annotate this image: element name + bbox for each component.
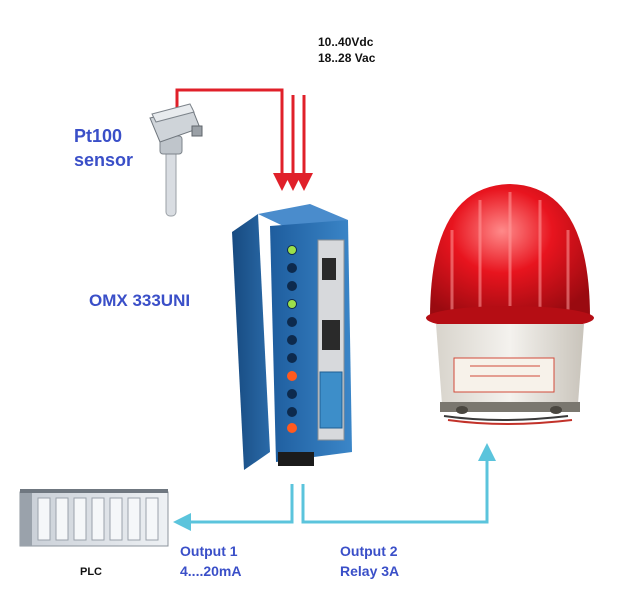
warning-beacon-image: [426, 184, 594, 425]
output-1-range: 4....20mA: [180, 563, 242, 579]
sensor-label: Pt100 sensor: [74, 124, 133, 172]
supply-voltage-label: 10..40Vdc 18..28 Vac: [318, 34, 375, 66]
output-1-title: Output 1: [180, 543, 238, 559]
output-1-wire: [173, 484, 294, 531]
plc-image: [19, 489, 169, 547]
supply-ac-range: 18..28 Vac: [318, 51, 376, 65]
output-2-label: Output 2 Relay 3A: [340, 541, 399, 581]
sensor-word: sensor: [74, 150, 134, 170]
pt100-sensor-image: [149, 103, 203, 217]
sensor-type: Pt100: [74, 126, 123, 146]
output-2-wire: [301, 443, 496, 524]
supply-dc-range: 10..40Vdc: [318, 35, 374, 49]
plc-label: PLC: [80, 566, 102, 578]
sensor-wire: [175, 88, 291, 191]
power-supply-wires: [284, 95, 313, 191]
module-name-label: OMX 333UNI: [89, 291, 191, 310]
output-2-rating: Relay 3A: [340, 563, 400, 579]
output-2-title: Output 2: [340, 543, 398, 559]
omx-module-image: [232, 204, 352, 470]
output-1-label: Output 1 4....20mA: [180, 541, 241, 581]
